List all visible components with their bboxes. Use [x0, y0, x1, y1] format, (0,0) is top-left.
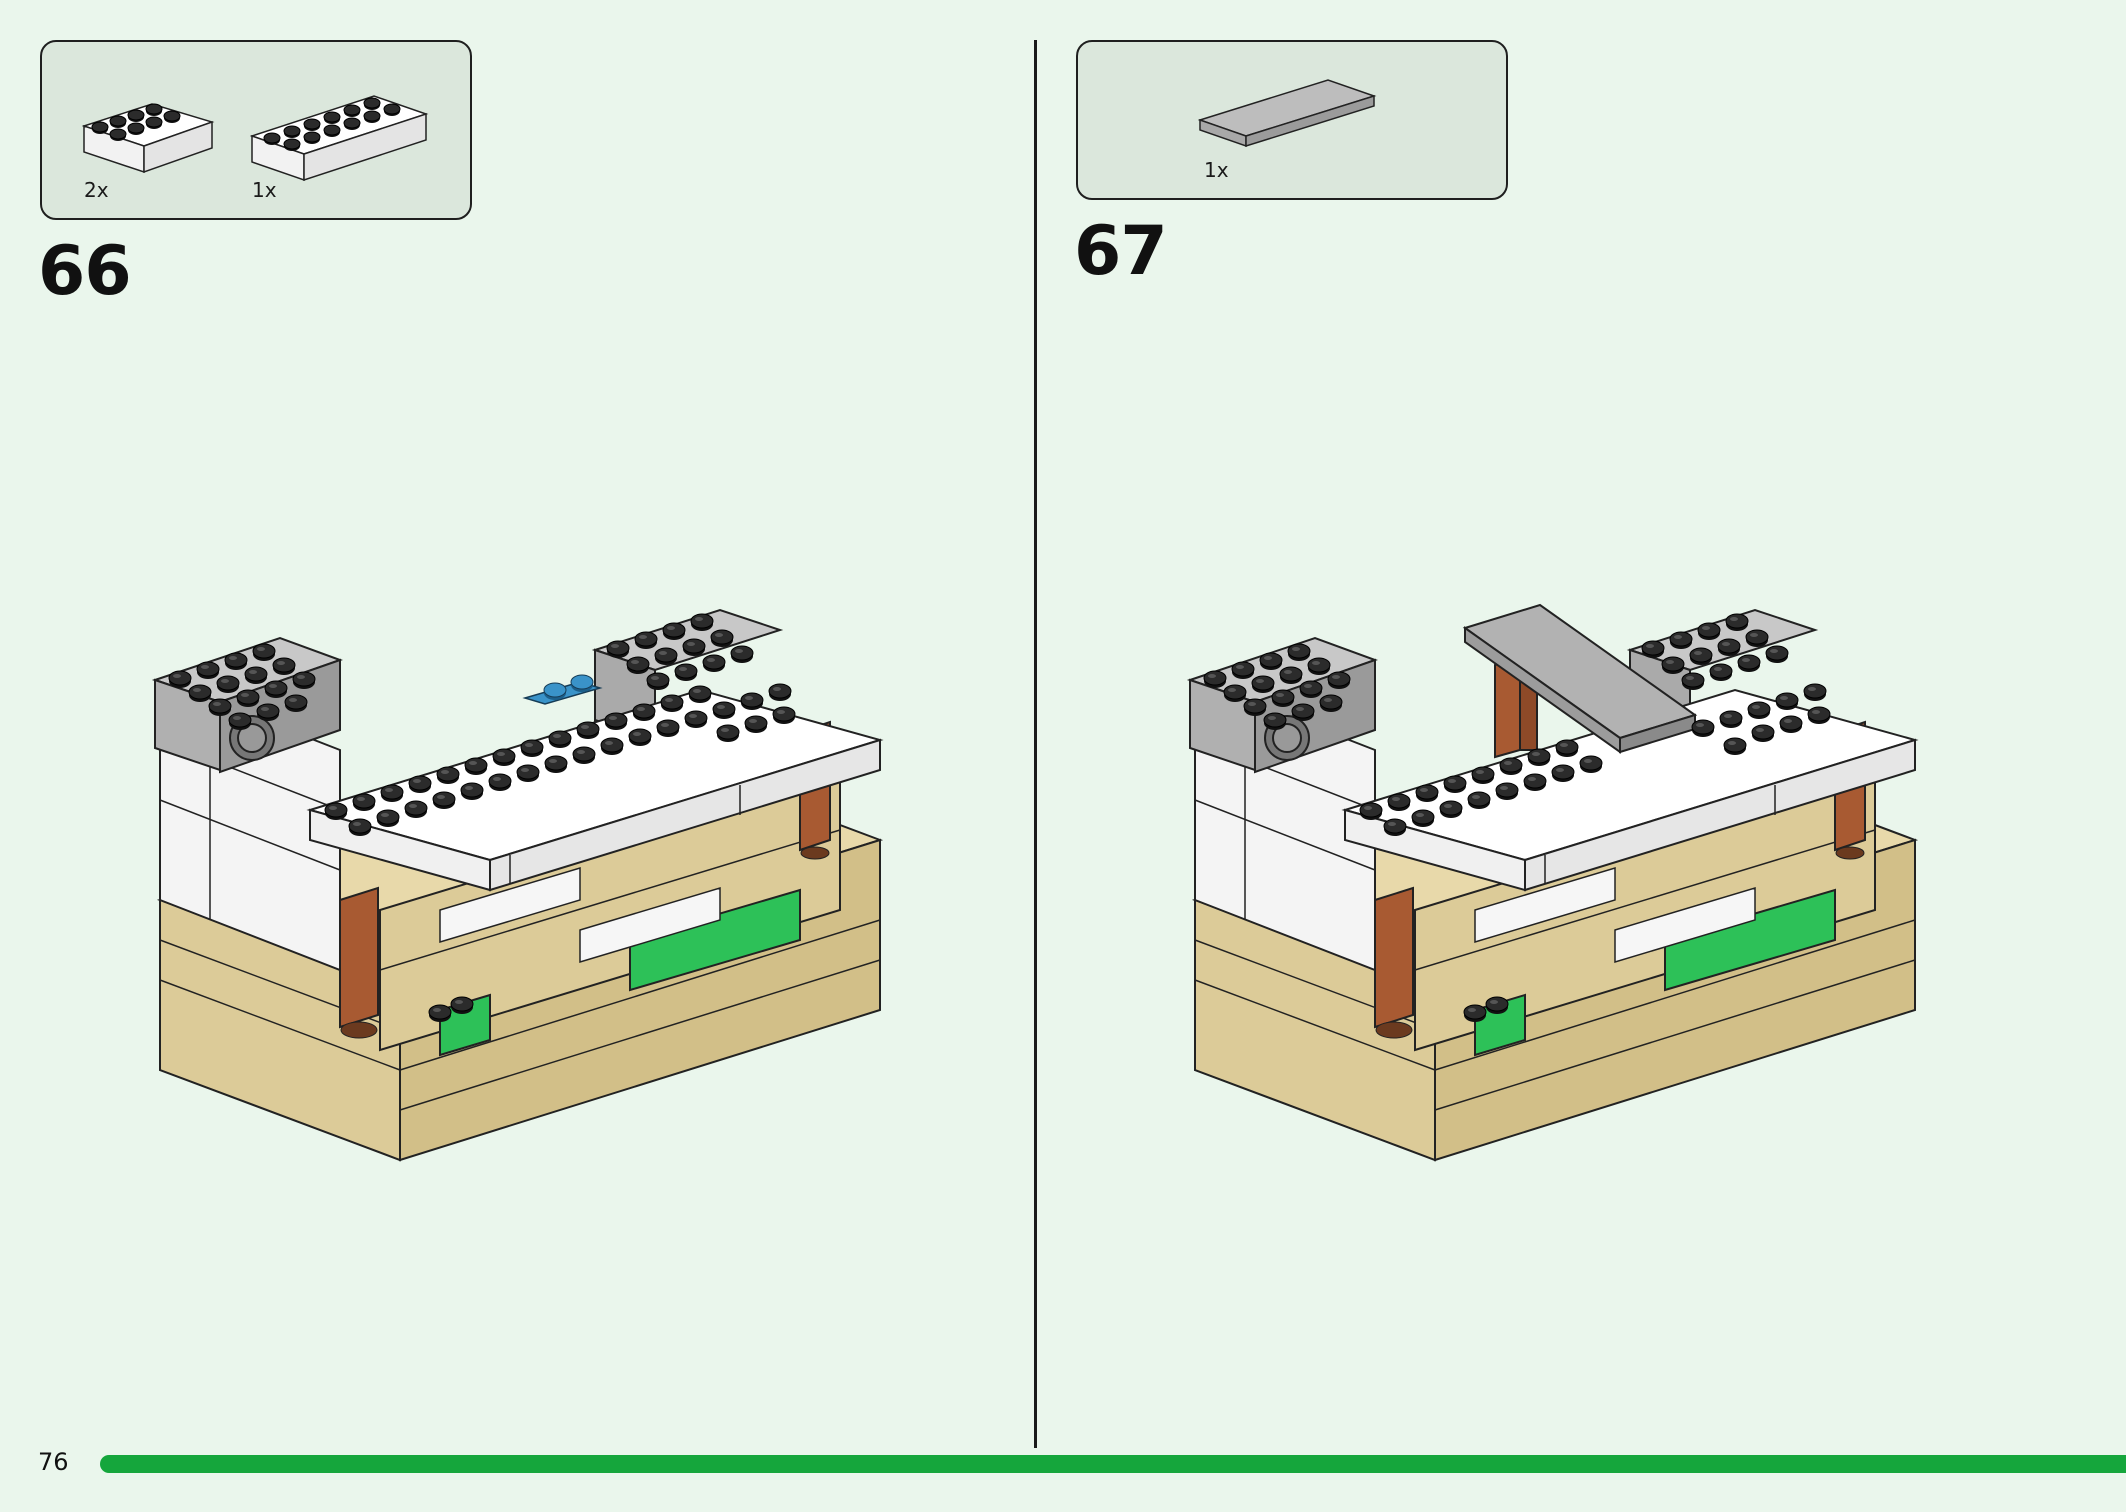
step-number: 67 [1074, 212, 1168, 291]
step-number: 66 [38, 232, 132, 311]
part-quantity: 1x [252, 178, 277, 202]
part-quantity: 1x [1204, 158, 1229, 182]
page-divider [1034, 40, 1037, 1448]
model-step-66-illustration [151, 608, 884, 1162]
tile-2x6-icon [1198, 79, 1377, 148]
progress-bar [100, 1455, 2126, 1473]
brick-2x4-icon [82, 103, 215, 174]
brick-2x6-icon [250, 95, 429, 182]
part-quantity: 2x [84, 178, 109, 202]
parts-callout-step-66: 2x 1x [40, 40, 472, 220]
parts-callout-step-67: 1x [1076, 40, 1508, 200]
model-step-67-illustration [1186, 603, 1919, 1162]
page-number: 76 [38, 1448, 69, 1476]
